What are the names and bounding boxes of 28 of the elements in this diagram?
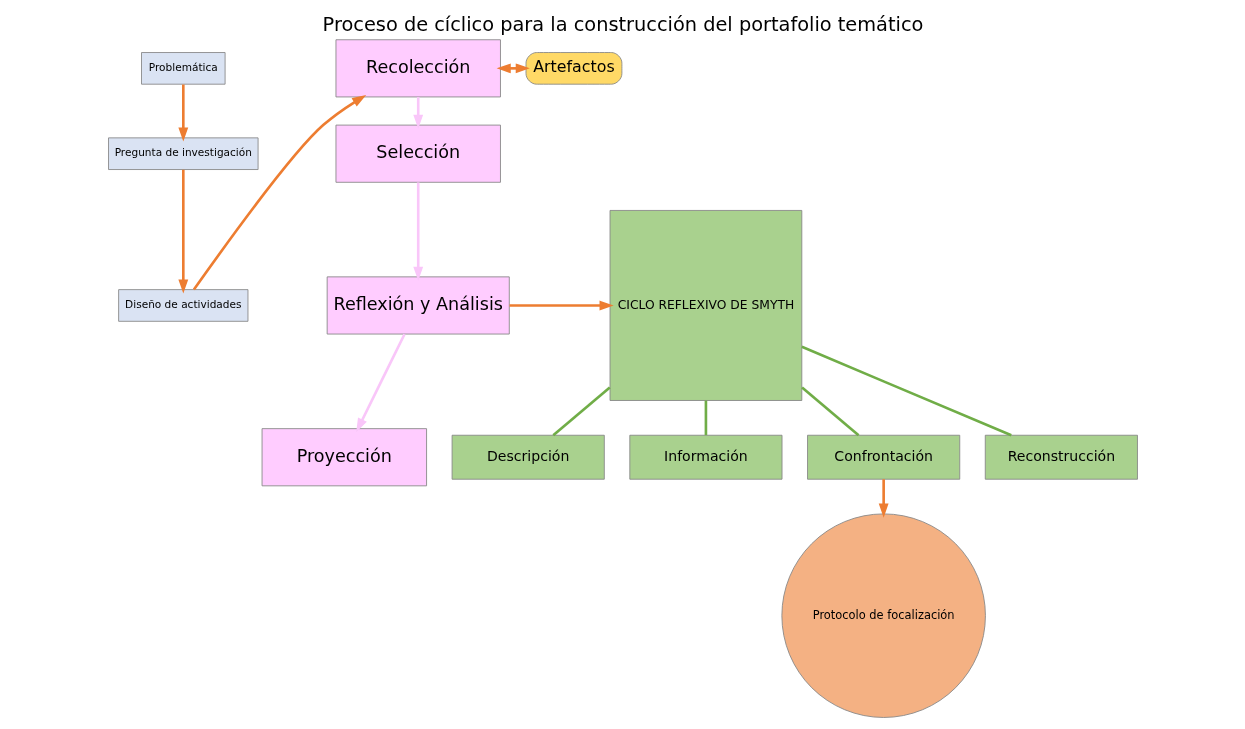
arrow [355, 333, 406, 433]
connector [551, 386, 611, 437]
node-box: Descripción [451, 434, 605, 480]
node-box: Reconstrucción [984, 434, 1138, 480]
connector [800, 386, 859, 437]
node-box: Proyección [261, 428, 427, 487]
node-box: Problemática [140, 52, 226, 85]
connector [704, 400, 707, 436]
arrow [412, 182, 423, 281]
node-box: Información [628, 434, 782, 480]
node-circle: Protocolo de focalización [780, 513, 986, 718]
node-box: Confrontación [806, 434, 960, 480]
node-box: Artefactos [525, 52, 622, 85]
node-box: Diseño de actividades [117, 289, 248, 322]
diagram-title: Proceso de cíclico para la construcción del portafolio temático [322, 12, 923, 36]
arrow [509, 300, 614, 311]
arrow [177, 84, 188, 142]
node-box: Pregunta de investigación [107, 137, 259, 170]
connector [800, 345, 1012, 437]
arrow [192, 95, 366, 291]
node-box: Recolección [335, 39, 501, 98]
arrow [496, 63, 530, 74]
arrow [878, 479, 889, 518]
arrow [177, 169, 188, 294]
arrow [412, 97, 423, 129]
node-box: Reflexión y Análisis [326, 276, 510, 335]
node-box: CICLO REFLEXIVO DE SMYTH [609, 210, 802, 401]
node-box: Selección [335, 124, 501, 183]
